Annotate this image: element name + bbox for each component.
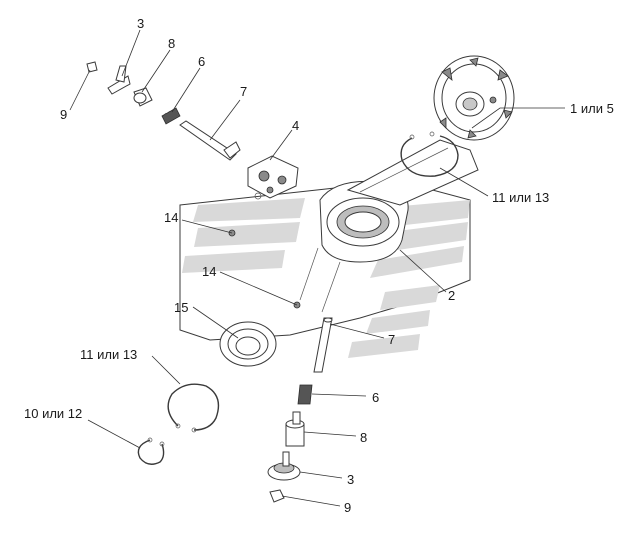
upper-bushing-part-8: [133, 87, 153, 107]
lower-nut-part-9: [269, 489, 285, 503]
retaining-ring-lower: [167, 383, 220, 433]
callout-8-lower: 8: [360, 430, 367, 445]
upper-knob-part-3: [107, 65, 131, 95]
housing-part-2: [179, 139, 479, 367]
callout-7-lower: 7: [388, 332, 395, 347]
lower-spring-part-6: [297, 384, 313, 405]
callout-6-upper: 6: [198, 54, 205, 69]
callout-11-or-13-left: 11 или 13: [80, 347, 137, 362]
callout-8-upper: 8: [168, 36, 175, 51]
callout-2: 2: [448, 288, 455, 303]
upper-spring-part-6: [161, 107, 181, 125]
upper-nut-part-9: [86, 61, 98, 73]
callout-7-upper: 7: [240, 84, 247, 99]
leader-lines: [69, 29, 565, 507]
callout-14-lower: 14: [202, 264, 216, 279]
callout-9-lower: 9: [344, 500, 351, 515]
callout-3-lower: 3: [347, 472, 354, 487]
callout-14-upper: 14: [164, 210, 178, 225]
callout-6-lower: 6: [372, 390, 379, 405]
circlip-part-10-or-12: [137, 437, 165, 465]
callout-4: 4: [292, 118, 299, 133]
pulley-part-1-or-5: [433, 55, 515, 141]
retaining-ring-upper: [400, 131, 459, 177]
lower-rod-part-7: [313, 317, 333, 373]
lower-bushing-part-8: [285, 411, 305, 447]
callout-15: 15: [174, 300, 188, 315]
callout-10-or-12: 10 или 12: [24, 406, 82, 421]
callout-3-upper: 3: [137, 16, 144, 31]
callout-9-upper: 9: [60, 107, 67, 122]
valve-block-part-4: [247, 155, 299, 200]
upper-rod-part-7: [179, 120, 241, 161]
lower-knob-part-3: [267, 451, 301, 481]
callout-1-or-5: 1 или 5: [570, 101, 614, 116]
callout-11-or-13-right: 11 или 13: [492, 190, 549, 205]
